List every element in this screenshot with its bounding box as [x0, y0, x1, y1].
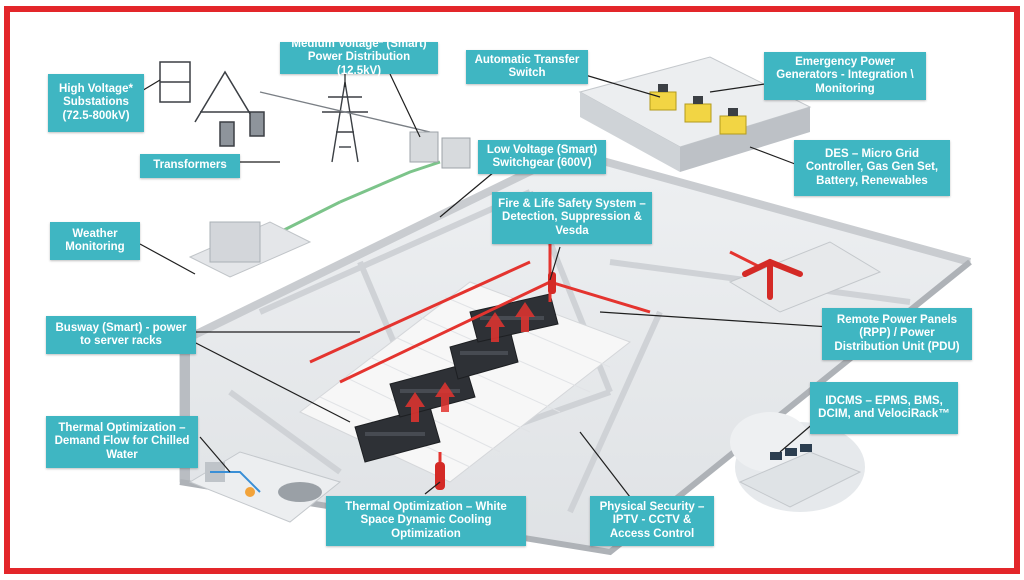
callout-physical-security-label: Physical Security – IPTV - CCTV & Access… — [596, 501, 708, 542]
callout-des-label: DES – Micro Grid Controller, Gas Gen Set… — [800, 148, 944, 189]
callout-fire-life-safety: Fire & Life Safety System – Detection, S… — [492, 192, 652, 244]
callout-medium-voltage-label: Medium Voltage* (Smart) Power Distributi… — [286, 38, 432, 79]
callout-high-voltage-label: High Voltage* Substations (72.5-800kV) — [54, 83, 138, 124]
callout-busway: Busway (Smart) - power to server racks — [46, 316, 196, 354]
callout-emergency-power-generators: Emergency Power Generators - Integration… — [764, 52, 926, 100]
callout-thermal-chilled-water: Thermal Optimization – Demand Flow for C… — [46, 416, 198, 468]
callout-physical-security: Physical Security – IPTV - CCTV & Access… — [590, 496, 714, 546]
callout-idcms: IDCMS – EPMS, BMS, DCIM, and VelociRack™ — [810, 382, 958, 434]
callout-remote-power-panels: Remote Power Panels (RPP) / Power Distri… — [822, 308, 972, 360]
callout-busway-label: Busway (Smart) - power to server racks — [52, 322, 190, 349]
callout-low-voltage-switchgear: Low Voltage (Smart) Switchgear (600V) — [478, 140, 606, 174]
callout-fire-safety-label: Fire & Life Safety System – Detection, S… — [498, 198, 646, 239]
callout-rpp-label: Remote Power Panels (RPP) / Power Distri… — [828, 314, 966, 355]
callout-high-voltage-substations: High Voltage* Substations (72.5-800kV) — [48, 74, 144, 132]
callout-ats-label: Automatic Transfer Switch — [472, 54, 582, 81]
callout-thermal-white-label: Thermal Optimization – White Space Dynam… — [332, 501, 520, 542]
callout-transformers-label: Transformers — [153, 159, 227, 173]
callout-thermal-chilled-label: Thermal Optimization – Demand Flow for C… — [52, 422, 192, 463]
callout-automatic-transfer-switch: Automatic Transfer Switch — [466, 50, 588, 84]
callout-transformers: Transformers — [140, 154, 240, 178]
callout-weather-label: Weather Monitoring — [56, 228, 134, 255]
callout-emergency-power-label: Emergency Power Generators - Integration… — [770, 56, 920, 97]
callout-thermal-white-space: Thermal Optimization – White Space Dynam… — [326, 496, 526, 546]
callout-idcms-label: IDCMS – EPMS, BMS, DCIM, and VelociRack™ — [816, 395, 952, 422]
callout-low-voltage-label: Low Voltage (Smart) Switchgear (600V) — [484, 144, 600, 171]
chiller-yard — [190, 222, 310, 277]
diagram-frame: High Voltage* Substations (72.5-800kV) M… — [4, 6, 1020, 574]
substation-equipment — [160, 62, 264, 146]
transmission-tower — [260, 82, 430, 162]
callout-des-micro-grid: DES – Micro Grid Controller, Gas Gen Set… — [794, 140, 950, 196]
callout-weather-monitoring: Weather Monitoring — [50, 222, 140, 260]
callout-medium-voltage-distribution: Medium Voltage* (Smart) Power Distributi… — [280, 42, 438, 74]
